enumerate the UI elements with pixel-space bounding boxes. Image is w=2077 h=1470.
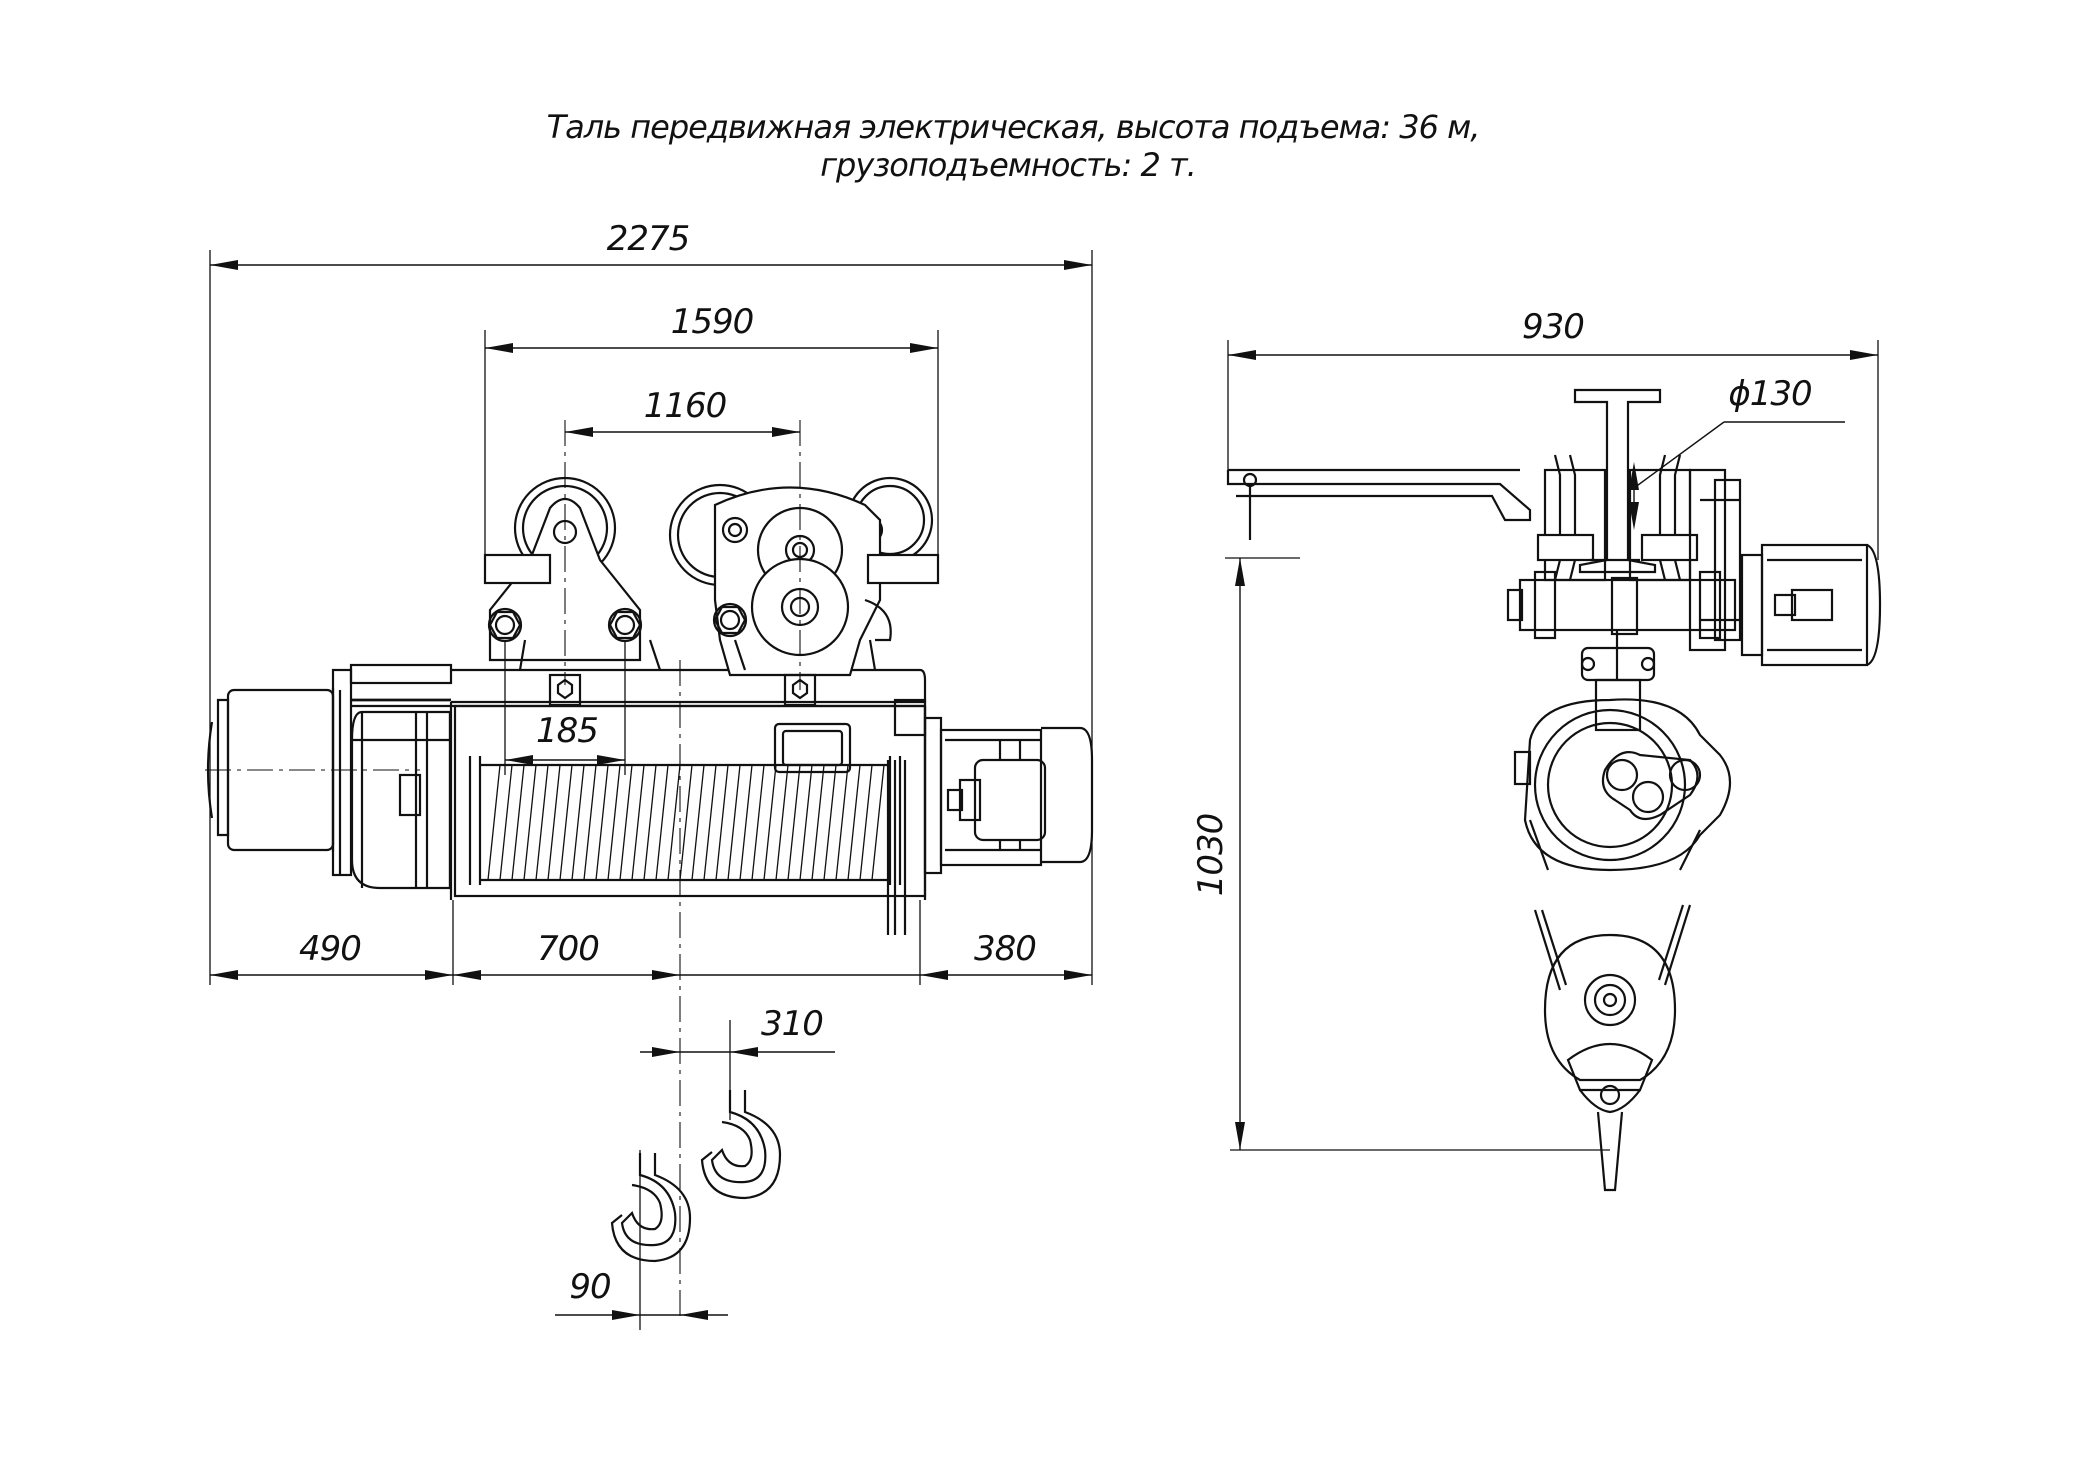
- front-view: 2275 1590 1160 185: [205, 219, 1094, 1330]
- travel-motor-side: [1740, 543, 1882, 667]
- dim-hook-offset-right: 310: [640, 1004, 835, 1057]
- rope-falls: [1528, 819, 1701, 991]
- trolley-side: [1506, 454, 1742, 652]
- dim-beam-diameter: ϕ130: [1629, 374, 1845, 530]
- label-bolt-spacing: 185: [536, 711, 598, 751]
- label-wheel-base: 1160: [644, 386, 727, 426]
- dim-hook-offset-left: 90: [555, 1267, 728, 1320]
- gearbox: [350, 710, 452, 890]
- lift-motor-right: [923, 716, 1094, 875]
- dim-bottom-chain: 490 700 380: [210, 929, 1092, 980]
- hook-lower: [610, 1153, 692, 1263]
- label-hook-offset-right: 310: [761, 1004, 823, 1044]
- support-arm: [1226, 468, 1532, 540]
- label-side-height: 1030: [1191, 814, 1231, 897]
- dim-wheel-base: 1160: [565, 386, 800, 437]
- brake-motor-left: [205, 663, 453, 877]
- rope-drum: [453, 698, 927, 935]
- drum-end-assembly: [1513, 698, 1731, 872]
- label-beam-diameter: ϕ130: [1728, 374, 1811, 414]
- label-left-overhang: 490: [299, 929, 361, 969]
- drawing-title-line1: Таль передвижная электрическая, высота п…: [547, 108, 1480, 146]
- dim-overall-length: 2275: [210, 219, 1092, 270]
- hook-upper: [700, 1090, 782, 1200]
- drawing-title-line2: грузоподъемность: 2 т.: [820, 146, 1196, 184]
- bottom-block: [1543, 933, 1677, 1192]
- label-overall-length: 2275: [607, 219, 690, 259]
- side-view: 930 ϕ130 1030: [1191, 307, 1882, 1192]
- dim-side-width: 930: [1228, 307, 1878, 360]
- dim-wheel-span-outer: 1590: [485, 302, 938, 353]
- dim-side-height: 1030: [1191, 558, 1245, 1150]
- label-hook-offset-left: 90: [569, 1267, 610, 1307]
- label-right-overhang: 380: [974, 929, 1036, 969]
- dim-bolt-spacing: 185: [505, 711, 625, 765]
- label-wheel-span-outer: 1590: [671, 302, 754, 342]
- hanger-links: [1580, 630, 1656, 732]
- label-side-width: 930: [1522, 307, 1584, 347]
- i-beam-rail: [1573, 388, 1662, 574]
- label-drum-to-axis: 700: [537, 929, 599, 969]
